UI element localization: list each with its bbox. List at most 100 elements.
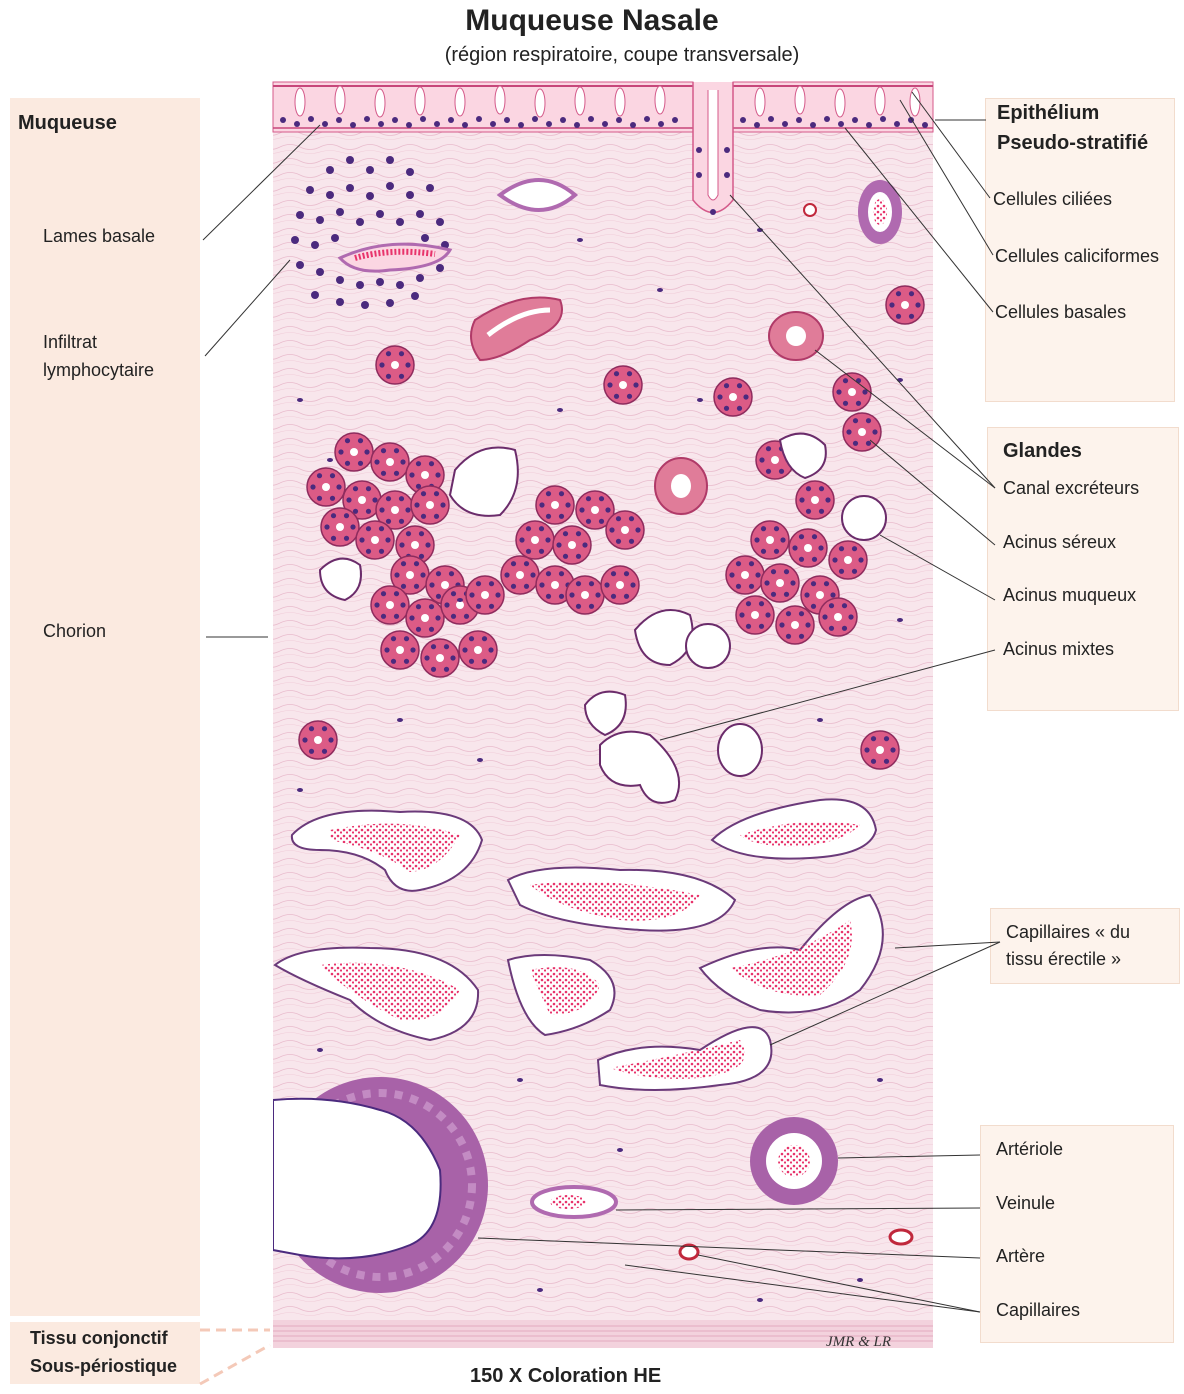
acinus-nucleus xyxy=(764,580,769,585)
acinus-nucleus xyxy=(829,626,834,631)
acinus-nucleus xyxy=(771,592,776,597)
acinus-lumen xyxy=(336,523,344,531)
acinus-lumen xyxy=(474,646,482,654)
acinus-nucleus xyxy=(379,549,384,554)
capillary-top xyxy=(804,204,816,216)
acinus-nucleus xyxy=(736,584,741,589)
acinus-lumen xyxy=(751,611,759,619)
acinus-nucleus xyxy=(420,572,425,577)
acinus-nucleus xyxy=(586,519,591,524)
acinus-nucleus xyxy=(406,531,411,536)
acinus-nucleus xyxy=(429,604,434,609)
acinus-lumen xyxy=(456,601,464,609)
acinus-nucleus xyxy=(556,542,561,547)
acinus-nucleus xyxy=(759,601,764,606)
acinus-nucleus xyxy=(586,496,591,501)
acinus-nucleus xyxy=(780,537,785,542)
acinus-nucleus xyxy=(792,545,797,550)
acinus-lumen xyxy=(568,541,576,549)
acinus-nucleus xyxy=(436,594,441,599)
acinus-nucleus xyxy=(476,581,481,586)
acinus-nucleus xyxy=(469,636,474,641)
acinus-nucleus xyxy=(366,509,371,514)
acinus-nucleus xyxy=(559,491,564,496)
acinus-lumen xyxy=(766,536,774,544)
acinus-lumen xyxy=(876,746,884,754)
acinus-nucleus xyxy=(635,527,640,532)
acinus-nucleus xyxy=(759,457,764,462)
acinus-nucleus xyxy=(429,461,434,466)
acinus-nucleus xyxy=(790,580,795,585)
acinus-nucleus xyxy=(614,394,619,399)
acinus-nucleus xyxy=(909,291,914,296)
acinus-nucleus xyxy=(416,604,421,609)
acinus-nucleus xyxy=(743,394,748,399)
acinus-nucleus xyxy=(856,401,861,406)
acinus-nucleus xyxy=(414,502,419,507)
acinus-nucleus xyxy=(839,546,844,551)
acinus-nucleus xyxy=(381,471,386,476)
acinus-lumen xyxy=(804,544,812,552)
acinus-nucleus xyxy=(761,549,766,554)
acinus-lumen xyxy=(551,501,559,509)
acinus-nucleus xyxy=(386,519,391,524)
acinus-nucleus xyxy=(434,514,439,519)
acinus-nucleus xyxy=(822,614,827,619)
acinus-nucleus xyxy=(755,572,760,577)
acinus-nucleus xyxy=(511,584,516,589)
capillary xyxy=(890,1230,912,1244)
acinus-lumen xyxy=(396,646,404,654)
acinus-nucleus xyxy=(853,418,858,423)
acinus-lumen xyxy=(531,536,539,544)
acinus-lumen xyxy=(406,571,414,579)
acinus-nucleus xyxy=(627,371,632,376)
acinus-nucleus xyxy=(609,527,614,532)
acinus-nucleus xyxy=(842,626,847,631)
acinus-nucleus xyxy=(812,534,817,539)
acinus-nucleus xyxy=(624,594,629,599)
acinus-lumen xyxy=(386,458,394,466)
acinus-nucleus xyxy=(589,581,594,586)
acinus-nucleus xyxy=(624,571,629,576)
acinus-nucleus xyxy=(429,627,434,632)
acinus-nucleus xyxy=(896,291,901,296)
acinus-nucleus xyxy=(896,314,901,319)
acinus-nucleus xyxy=(884,736,889,741)
acinus-nucleus xyxy=(784,569,789,574)
acinus-nucleus xyxy=(405,507,410,512)
acinus-nucleus xyxy=(559,594,564,599)
acinus-nucleus xyxy=(344,536,349,541)
acinus-nucleus xyxy=(336,484,341,489)
acinus-nucleus xyxy=(394,572,399,577)
acinus-nucleus xyxy=(379,362,384,367)
acinus-nucleus xyxy=(530,572,535,577)
acinus-nucleus xyxy=(565,502,570,507)
acinus-nucleus xyxy=(889,302,894,307)
acinus-nucleus xyxy=(799,611,804,616)
acinus-nucleus xyxy=(372,497,377,502)
acinus-nucleus xyxy=(766,446,771,451)
acinus-lumen xyxy=(358,496,366,504)
acinus-lumen xyxy=(391,361,399,369)
acinus-nucleus xyxy=(864,747,869,752)
acinus-nucleus xyxy=(444,644,449,649)
acinus-nucleus xyxy=(317,496,322,501)
acinus-lumen xyxy=(811,496,819,504)
acinus-nucleus xyxy=(630,582,635,587)
acinus-nucleus xyxy=(779,469,784,474)
acinus-nucleus xyxy=(909,314,914,319)
acinus-nucleus xyxy=(563,531,568,536)
acinus-nucleus xyxy=(366,549,371,554)
acinus-nucleus xyxy=(476,604,481,609)
acinus-nucleus xyxy=(724,383,729,388)
acinus-lumen xyxy=(858,428,866,436)
acinus-nucleus xyxy=(399,351,404,356)
acinus-lumen xyxy=(901,301,909,309)
acinus-nucleus xyxy=(569,592,574,597)
acinus-nucleus xyxy=(421,514,426,519)
acinus-nucleus xyxy=(582,542,587,547)
acinus-nucleus xyxy=(526,549,531,554)
acinus-lumen xyxy=(621,526,629,534)
acinus-nucleus xyxy=(394,471,399,476)
